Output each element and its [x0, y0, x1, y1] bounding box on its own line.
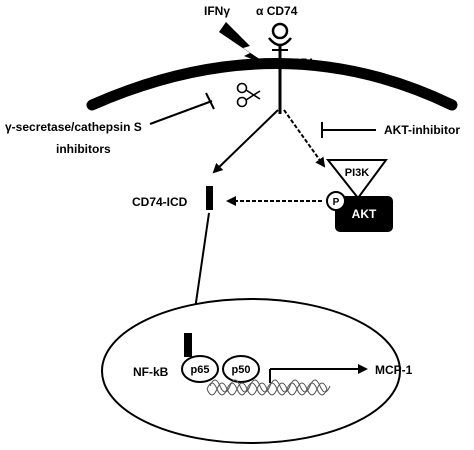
inhibitor-line-gamma-secretase — [149, 92, 215, 125]
phospho-circle — [326, 191, 346, 211]
arrow-cd74-to-pi3k — [283, 109, 326, 168]
dna-helix — [206, 379, 331, 396]
cell-membrane — [86, 58, 458, 111]
scissors-icon — [236, 82, 261, 108]
cd74-receptor — [272, 46, 288, 114]
lightning-bolt-icon — [219, 22, 270, 66]
cd74-icd-block — [206, 186, 213, 210]
mcp1-label: MCP-1 — [375, 363, 413, 377]
arrow-to-mcp1 — [269, 364, 368, 383]
akt-inhibitor-label: AKT-inhibitor — [384, 123, 460, 137]
phospho-label: P — [333, 197, 340, 208]
nfkb-label: NF-kB — [133, 365, 169, 379]
p65-subunit — [181, 355, 219, 383]
akt-label: AKT — [352, 207, 377, 221]
arrow-cd74-to-icd — [212, 109, 279, 174]
alpha-cd74-label: α CD74 — [256, 4, 298, 18]
cd74-receptor-label: CD74 — [285, 57, 314, 69]
pi3k-label: PI3K — [345, 167, 370, 179]
gamma-secretase-label-line1: γ-secretase/cathepsin S — [5, 120, 142, 134]
ifng-label: IFNγ — [204, 4, 230, 18]
p65-label: p65 — [191, 364, 210, 376]
inhibitor-line-akt — [321, 122, 376, 138]
alpha-cd74-antibody — [268, 22, 292, 47]
gamma-secretase-label-line2: inhibitors — [56, 142, 111, 156]
cd74-icd-bound-block — [184, 333, 192, 357]
pi3k-triangle — [325, 159, 388, 200]
cd74-icd-label: CD74-ICD — [132, 195, 188, 209]
akt-box — [335, 196, 393, 232]
p50-label: p50 — [232, 364, 251, 376]
p50-subunit — [222, 355, 260, 383]
